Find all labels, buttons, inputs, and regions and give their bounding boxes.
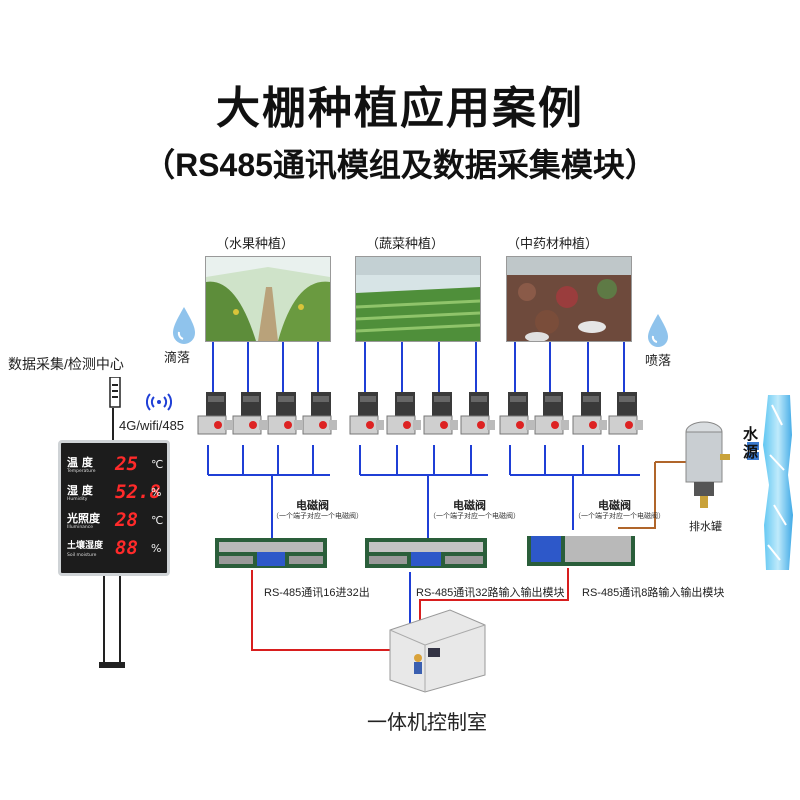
drain-tank-icon [685, 421, 730, 508]
control-room-illustration [389, 609, 486, 693]
connectivity-label: 4G/wifi/485 [119, 418, 185, 433]
display-row-value: 28 [115, 509, 138, 531]
water-source-image [763, 395, 793, 570]
antenna-icon [109, 377, 121, 408]
drain-cable [618, 461, 690, 529]
spray-label: 喷落 [645, 353, 672, 368]
display-row-sub: Temperature [67, 469, 96, 474]
display-row-illuminance: 光照度 Illuminance 28 ℃ [67, 509, 163, 537]
scene-label-herb: （中药材种植） [507, 236, 599, 251]
module-label-1: RS-485通讯16进32出 [264, 587, 370, 599]
vegetable-greenhouse-photo [355, 256, 481, 342]
display-row-humidity: 湿 度 Humidity 52.8 % [67, 481, 163, 509]
display-row-unit: ℃ [151, 514, 164, 527]
led-sensor-display: 温 度 Temperature 25 ℃ 湿 度 Humidity 52.8 %… [58, 440, 170, 576]
data-center-title: 数据采集/检测中心 [8, 356, 124, 372]
fruit-greenhouse-photo [205, 256, 331, 342]
display-row-label: 湿 度 [67, 484, 93, 497]
display-row-label: 光照度 [67, 512, 100, 525]
water-pipes [207, 342, 640, 640]
display-row-value: 88 [115, 537, 138, 559]
display-row-soil-moisture: 土壤湿度 Soil moisture 88 % [67, 537, 163, 565]
display-row-label: 土壤湿度 [67, 541, 104, 551]
water-source-label: 水源 [743, 426, 759, 461]
display-row-label: 温 度 [67, 456, 93, 469]
io-module-32 [365, 538, 487, 568]
display-row-temperature: 温 度 Temperature 25 ℃ [67, 453, 163, 481]
display-row-unit: % [151, 542, 162, 555]
scene-label-fruit: （水果种植） [216, 236, 295, 251]
herb-greenhouse-photo [506, 256, 632, 342]
pipe-connector-icon [747, 442, 759, 460]
valve-label-3: 电磁阀 [598, 500, 631, 512]
display-row-sub: Illuminance [67, 525, 94, 530]
valve-note-2: （一个端子对应一个电磁阀） [429, 513, 520, 520]
wireless-signal-icon [146, 393, 172, 411]
valve-label-1: 电磁阀 [296, 500, 329, 512]
drain-tank-label: 排水罐 [689, 521, 722, 533]
display-row-sub: Soil moisture [67, 553, 97, 558]
display-row-unit: % [151, 486, 162, 499]
display-row-sub: Humidity [67, 497, 88, 502]
water-drop-icon [173, 307, 195, 344]
scene-label-vegetable: （蔬菜种植） [366, 236, 445, 251]
solenoid-valves [197, 391, 644, 435]
page-title: 大棚种植应用案例 [216, 84, 584, 133]
display-row-value: 52.8 [115, 481, 161, 503]
io-module-8 [527, 536, 635, 566]
module-label-2: RS-485通讯32路输入输出模块 [416, 587, 565, 599]
page-subtitle: （RS485通讯模组及数据采集模块） [143, 147, 657, 183]
water-drop-icon-2 [648, 314, 668, 347]
valve-note-1: （一个端子对应一个电磁阀） [272, 513, 363, 520]
control-room-label: 一体机控制室 [367, 712, 487, 734]
io-modules [215, 536, 635, 568]
module-label-3: RS-485通讯8路输入输出模块 [582, 587, 725, 599]
drip-label: 滴落 [164, 350, 191, 365]
display-row-unit: ℃ [151, 458, 164, 471]
io-module-16in32out [215, 538, 327, 568]
valve-note-3: （一个端子对应一个电磁阀） [574, 513, 665, 520]
display-row-value: 25 [115, 453, 138, 475]
valve-label-2: 电磁阀 [453, 500, 486, 512]
